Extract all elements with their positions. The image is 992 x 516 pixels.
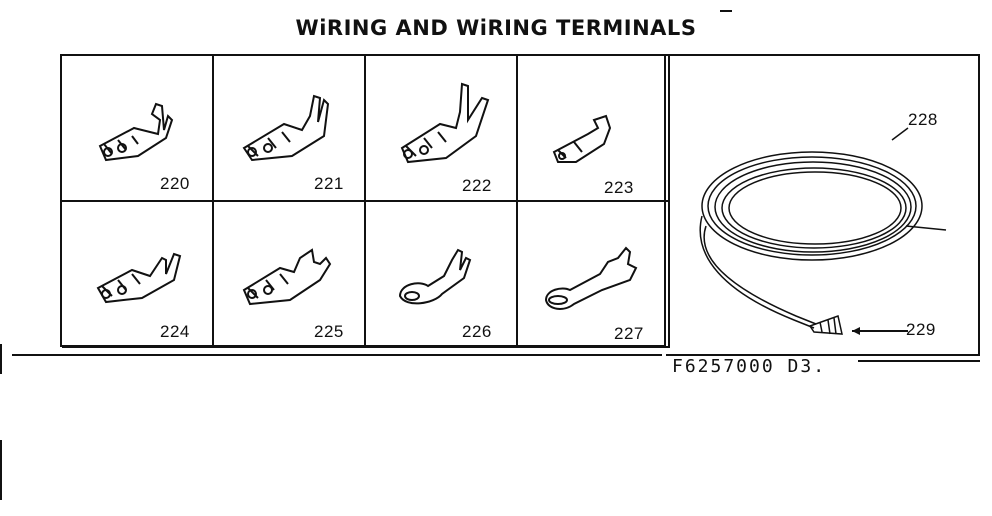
part-number: 222	[462, 176, 492, 195]
diagram-title: WiRING AND WiRING TERMINALS	[295, 16, 697, 40]
part-number: 224	[160, 322, 190, 341]
leader-arrow-icon	[852, 327, 908, 335]
margin-tick	[720, 10, 732, 12]
female-spade-terminal-icon	[552, 114, 612, 163]
part-cell-226[interactable]: 226	[366, 202, 518, 348]
wire-panel[interactable]: 228 229	[666, 54, 980, 356]
part-cell-225[interactable]: 225	[214, 202, 366, 348]
female-spade-terminal-icon	[400, 82, 490, 164]
female-spade-terminal-icon	[242, 248, 332, 306]
ring-terminal-icon	[544, 246, 638, 310]
female-spade-terminal-icon	[242, 94, 330, 162]
part-number: 226	[462, 322, 492, 341]
margin-tick	[0, 440, 2, 500]
margin-tick	[0, 344, 2, 374]
wire-coil-icon	[699, 127, 947, 329]
wire-nut-icon	[808, 315, 843, 335]
bottom-rule-right	[858, 360, 980, 362]
part-number: 227	[614, 324, 644, 343]
part-number: 220	[160, 174, 190, 193]
part-cell-224[interactable]: 224	[62, 202, 214, 348]
female-spade-terminal-icon	[96, 252, 182, 304]
part-cell-220[interactable]: 220	[62, 56, 214, 202]
part-cell-221[interactable]: 221	[214, 56, 366, 202]
part-cell-222[interactable]: 222	[366, 56, 518, 202]
part-number: 228	[908, 110, 938, 129]
ring-terminal-icon	[398, 248, 472, 305]
part-number: 221	[314, 174, 344, 193]
part-cell-223[interactable]: 223	[518, 56, 670, 202]
female-spade-terminal-icon	[98, 102, 174, 162]
part-number: 223	[604, 178, 634, 197]
part-number: 225	[314, 322, 344, 341]
bottom-rule-left	[12, 354, 662, 356]
diagram-code: F6257000 D3.	[672, 356, 827, 377]
parts-grid: 220 221 222 223	[60, 54, 670, 348]
part-cell-227[interactable]: 227	[518, 202, 670, 348]
part-number: 229	[906, 320, 936, 339]
